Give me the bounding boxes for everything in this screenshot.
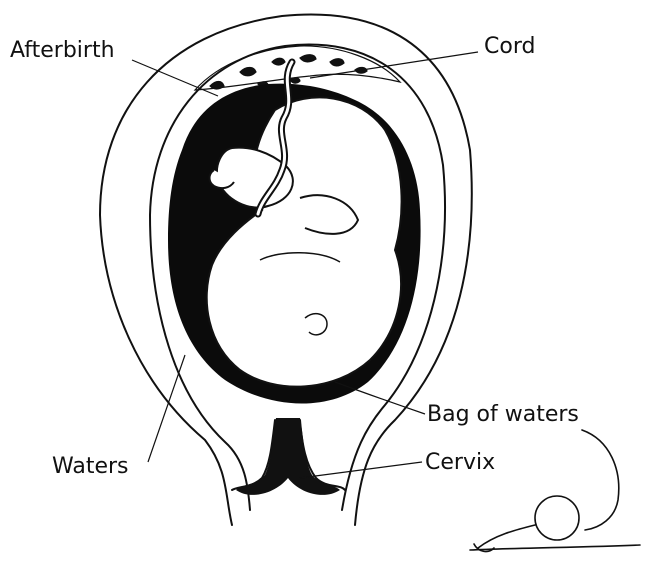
newborn-arm [478,525,535,548]
label-cord: Cord [484,36,535,58]
newborn-sketch [470,430,640,551]
cervix-leader [300,462,422,478]
bag-of-waters-leader [335,382,425,414]
afterbirth-leader [132,60,218,96]
label-bag-of-waters: Bag of waters [427,404,579,426]
label-waters: Waters [52,456,129,478]
newborn-body-line [470,545,640,550]
label-cervix: Cervix [425,452,495,474]
label-afterbirth: Afterbirth [10,40,115,62]
newborn-head [535,496,579,540]
waters-leader [148,355,185,462]
